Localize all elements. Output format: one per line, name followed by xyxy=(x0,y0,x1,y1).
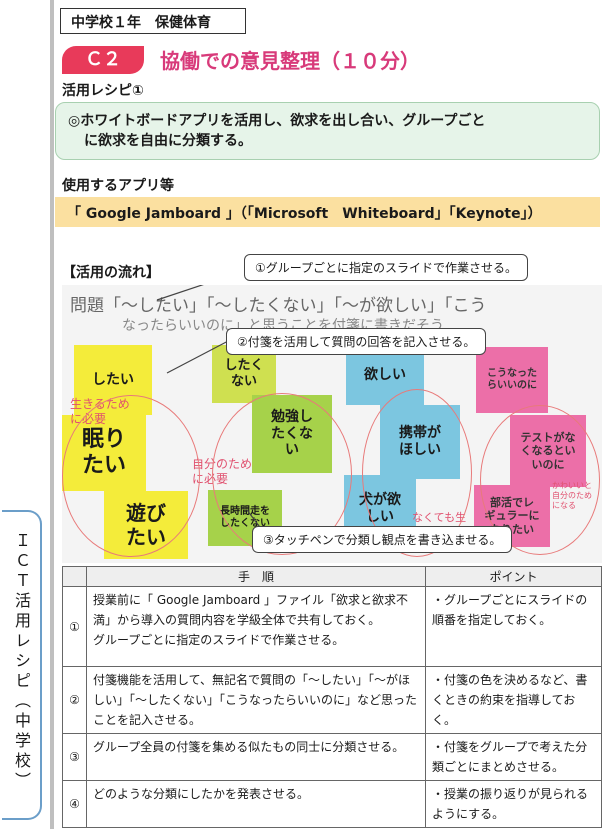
recipe-line-2: に欲求を自由に分類する。 xyxy=(84,133,252,149)
step-number: ④ xyxy=(62,780,87,828)
grouping-circle xyxy=(362,389,472,557)
grouping-circle xyxy=(480,405,600,555)
step-number: ① xyxy=(62,586,87,667)
lesson-badge: Ｃ２ xyxy=(62,46,144,74)
apps-label: 使用するアプリ等 xyxy=(62,178,174,194)
whiteboard-screenshot: 問題「～したい」「～したくない」「～が欲しい」「こう なったらいいのに」と思うこ… xyxy=(62,285,602,563)
table-header-row: 手 順 ポイント xyxy=(62,566,602,587)
step-point: ・グループごとにスライドの順番を指定しておく。 xyxy=(425,586,602,667)
callout-step-1: ①グループごとに指定のスライドで作業させる。 xyxy=(244,254,529,281)
side-tab: ＩＣＴ活用レシピ（中学校） xyxy=(2,510,42,820)
flow-label: 【活用の流れ】 xyxy=(62,265,160,281)
page-margin-bar xyxy=(50,0,54,829)
step-point: ・付箋をグループで考えた分類ごとにまとめさせる。 xyxy=(425,733,602,781)
apps-box: 「 Google Jamboard 」（「Microsoft Whiteboar… xyxy=(55,197,600,227)
recipe-box: ◎ホワイトボードアプリを活用し、欲求を出し合い、グループごと に欲求を自由に分類… xyxy=(55,102,600,160)
subject-label: 中学校１年 保健体育 xyxy=(60,8,246,34)
side-tab-label: ＩＣＴ活用レシピ（中学校） xyxy=(12,532,31,792)
table-header-blank xyxy=(62,566,87,587)
recipe-label: 活用レシピ① xyxy=(62,83,144,99)
board-question: 問題「～したい」「～したくない」「～が欲しい」「こう xyxy=(70,296,487,316)
page-title: 協働での意見整理（１０分） xyxy=(160,49,420,73)
callout-step-2: ②付箋を活用して質問の回答を記入させる。 xyxy=(226,328,487,355)
procedure-table: 手 順 ポイント ① 授業前に「 Google Jamboard 」ファイル「欲… xyxy=(62,566,602,828)
grouping-circle xyxy=(62,395,200,557)
callout-step-3: ③タッチペンで分類し観点を書き込ませる。 xyxy=(252,526,513,553)
table-row: ③ グループ全員の付箋を集める似たもの同士に分類させる。 ・付箋をグループで考え… xyxy=(62,733,602,781)
callout-pointers xyxy=(156,285,263,531)
step-text: 授業前に「 Google Jamboard 」ファイル「欲求と欲求不満」から導入… xyxy=(86,586,426,667)
step-point: ・付箋の色を決めるなど、書くときの約束を指導しておく。 xyxy=(425,666,602,734)
table-row: ④ どのような分類にしたかを発表させる。 ・授業の振り返りが見られるようにする。 xyxy=(62,780,602,828)
table-header-point: ポイント xyxy=(425,566,602,587)
grouping-circle xyxy=(212,393,352,555)
step-text: どのような分類にしたかを発表させる。 xyxy=(86,780,426,828)
step-number: ③ xyxy=(62,733,87,781)
step-number: ② xyxy=(62,666,87,734)
step-point: ・授業の振り返りが見られるようにする。 xyxy=(425,780,602,828)
table-row: ① 授業前に「 Google Jamboard 」ファイル「欲求と欲求不満」から… xyxy=(62,586,602,667)
table-header-step: 手 順 xyxy=(86,566,426,587)
sticky-note: こうなった らいいのに xyxy=(476,347,548,413)
recipe-line-1: ◎ホワイトボードアプリを活用し、欲求を出し合い、グループごと xyxy=(68,113,486,129)
step-text: 付箋機能を活用して、無記名で質問の「～したい」「～がほしい」「～したくない」「こ… xyxy=(86,666,426,734)
step-text: グループ全員の付箋を集める似たもの同士に分類させる。 xyxy=(86,733,426,781)
table-row: ② 付箋機能を活用して、無記名で質問の「～したい」「～がほしい」「～したくない」… xyxy=(62,666,602,734)
